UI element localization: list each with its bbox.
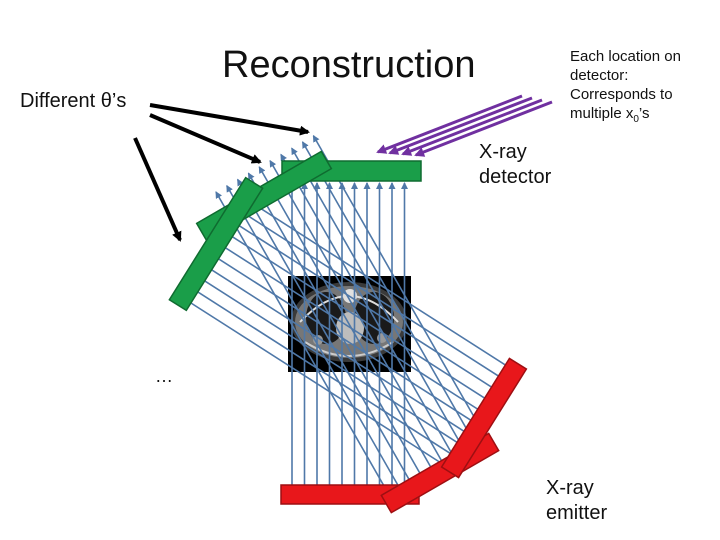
ray-line xyxy=(227,217,501,394)
note-line-4: multiple x0’s xyxy=(570,104,681,129)
note-line-4-sub: 0 xyxy=(633,114,639,125)
note-line-1: Each location on xyxy=(570,48,681,65)
ray-line xyxy=(199,262,474,438)
emitter-label-line-2: emitter xyxy=(546,502,608,524)
ray-line xyxy=(234,206,508,383)
ray-line xyxy=(301,141,476,444)
ray-line xyxy=(269,159,443,463)
detector-note: Each location on detector: Corresponds t… xyxy=(570,47,681,129)
note-line-4-prefix: multiple x xyxy=(570,105,634,122)
different-theta-label: Different θ’s xyxy=(20,90,127,112)
ray-line xyxy=(247,172,422,475)
ray-line xyxy=(179,295,453,471)
ray-line xyxy=(206,251,480,427)
ray-line xyxy=(241,195,515,372)
purple-arrow-1 xyxy=(376,94,523,154)
ray-line xyxy=(186,284,460,460)
ray-line xyxy=(312,134,487,438)
theta-arrow-2 xyxy=(149,113,262,164)
theta-arrow-1 xyxy=(149,103,310,136)
rotated-rays xyxy=(179,134,515,494)
emitter-label-line-1: X-ray xyxy=(546,477,594,499)
purple-arrow-3 xyxy=(401,98,543,156)
vertical-rays xyxy=(288,182,408,485)
purple-arrow-4 xyxy=(414,100,553,157)
ray-line xyxy=(213,240,487,416)
xray-detector-label: X-ray detector xyxy=(479,140,551,190)
note-line-3: Corresponds to xyxy=(570,86,673,103)
purple-arrow-2 xyxy=(388,96,533,155)
detector-label-line-2: detector xyxy=(479,166,552,188)
note-line-2: detector: xyxy=(570,67,629,84)
note-line-4-suffix: ’s xyxy=(638,105,650,122)
theta-arrow-3 xyxy=(133,137,182,242)
ray-line xyxy=(220,229,494,405)
xray-emitter-label: X-ray emitter xyxy=(546,476,607,526)
detector-label-line-1: X-ray xyxy=(479,141,527,163)
emitter-bar-tilted-60 xyxy=(440,357,528,479)
theta-arrows xyxy=(133,103,310,242)
page-title: Reconstruction xyxy=(222,44,476,86)
ray-line xyxy=(192,273,467,449)
ray-line xyxy=(258,166,432,469)
detector-bar-tilted-60 xyxy=(168,176,264,312)
ellipsis-label: … xyxy=(155,366,173,386)
emitter-bars xyxy=(280,357,528,514)
detector-bars xyxy=(168,150,422,312)
emitter-bar-tilted-30 xyxy=(380,432,500,514)
ray-line xyxy=(236,178,411,481)
purple-arrows xyxy=(376,94,553,157)
